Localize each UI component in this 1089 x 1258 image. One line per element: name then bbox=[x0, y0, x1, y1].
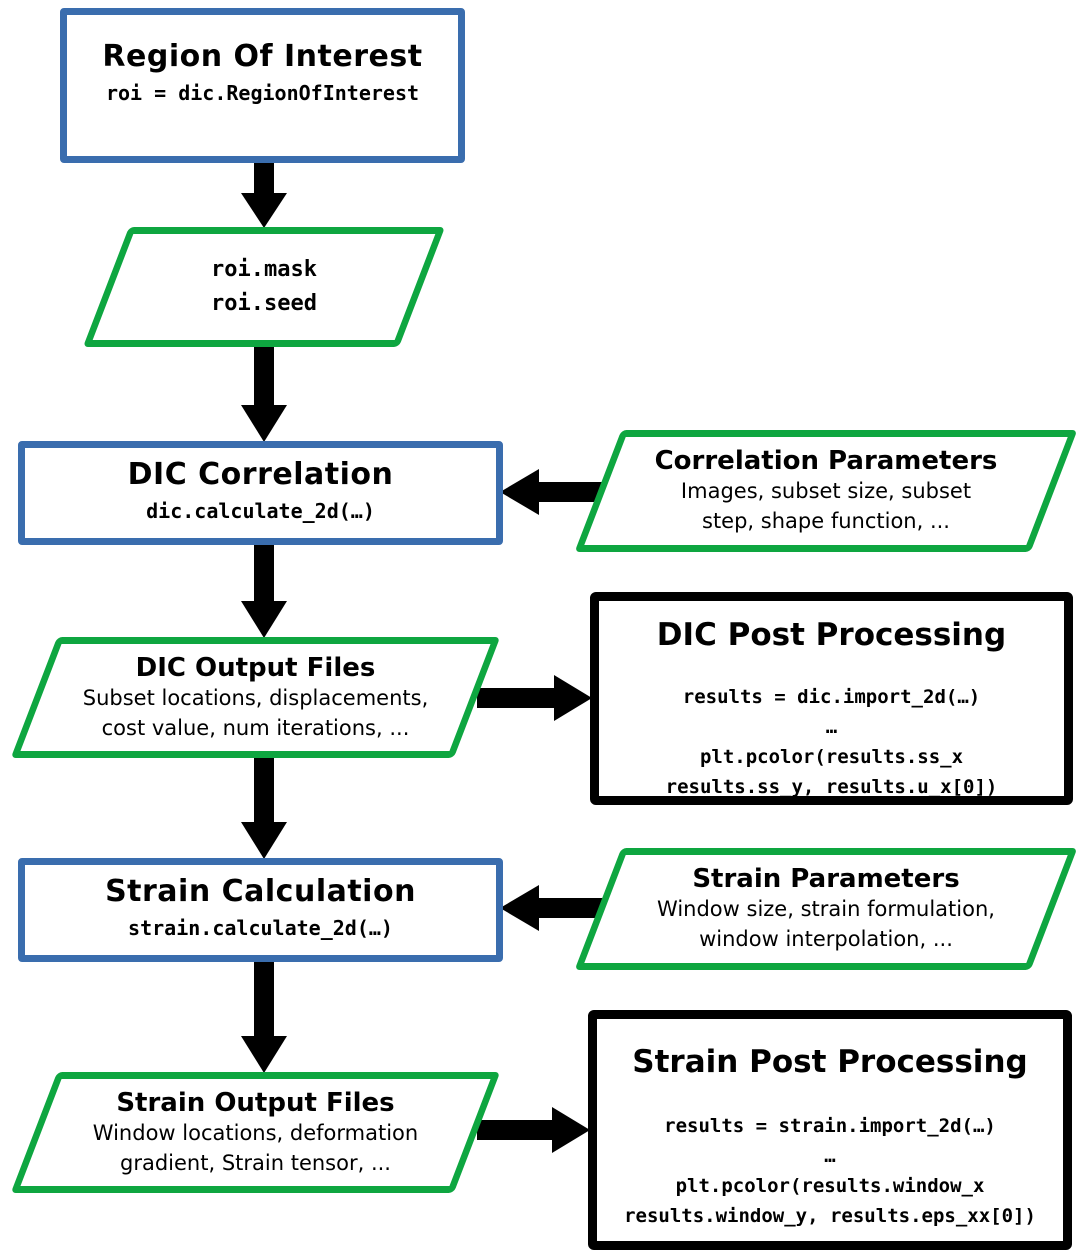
node-title: Strain Parameters bbox=[692, 864, 960, 894]
node-text-line: gradient, Strain tensor, ... bbox=[120, 1150, 391, 1175]
node-text-line: window interpolation, ... bbox=[699, 927, 953, 951]
node-title: DIC Output Files bbox=[135, 652, 376, 683]
node-title: Strain Calculation bbox=[105, 874, 416, 909]
node-correlation-parameters: Correlation Parameters Images, subset si… bbox=[572, 430, 1080, 552]
node-code-line: … bbox=[824, 1145, 836, 1167]
arrow-dic-output-to-dic-post bbox=[477, 675, 592, 721]
arrow-roi-outputs-to-dic-correlation bbox=[241, 345, 287, 442]
node-title: Region Of Interest bbox=[102, 38, 423, 74]
node-text-line: Subset locations, displacements, bbox=[82, 685, 429, 710]
node-code-line: results.window_y, results.eps_xx[0]) bbox=[624, 1205, 1036, 1227]
node-strain-post-processing: Strain Post Processing results = strain.… bbox=[588, 1010, 1072, 1250]
node-dic-output-files: DIC Output Files Subset locations, displ… bbox=[8, 637, 503, 758]
node-text-line: cost value, num iterations, ... bbox=[101, 715, 410, 740]
arrow-strain-params-to-strain-calculation bbox=[500, 885, 613, 931]
node-strain-output-files: Strain Output Files Window locations, de… bbox=[8, 1072, 503, 1193]
node-title: Strain Post Processing bbox=[632, 1044, 1028, 1080]
node-code-line: … bbox=[825, 716, 838, 738]
node-title: Strain Output Files bbox=[116, 1087, 395, 1118]
node-code-line: results = dic.import_2d(…) bbox=[682, 686, 981, 708]
node-code-line: results.ss_y, results.u_x[0]) bbox=[665, 776, 998, 798]
arrow-dic-output-to-strain-calculation bbox=[241, 756, 287, 859]
node-code-line: roi.mask bbox=[211, 257, 317, 282]
node-text-line: Window locations, deformation bbox=[92, 1120, 419, 1145]
node-text-line: Window size, strain formulation, bbox=[657, 897, 995, 921]
node-code-line: plt.pcolor(results.window_x bbox=[675, 1175, 985, 1197]
node-code: roi = dic.RegionOfInterest bbox=[105, 80, 420, 105]
node-code: strain.calculate_2d(…) bbox=[128, 916, 393, 940]
arrow-roi-to-roi-outputs bbox=[241, 161, 287, 228]
node-code-line: results = strain.import_2d(…) bbox=[664, 1115, 996, 1137]
node-code: dic.calculate_2d(…) bbox=[146, 499, 375, 523]
arrow-strain-calculation-to-strain-output bbox=[241, 958, 287, 1073]
node-code-block: results = strain.import_2d(…) … plt.pcol… bbox=[624, 1111, 1036, 1231]
node-code-block: results = dic.import_2d(…) … plt.pcolor(… bbox=[666, 682, 998, 802]
node-title: DIC Correlation bbox=[127, 457, 394, 492]
arrow-strain-output-to-strain-post bbox=[477, 1107, 590, 1153]
node-text-line: step, shape function, ... bbox=[702, 509, 950, 533]
arrow-dic-correlation-to-dic-output bbox=[241, 543, 287, 638]
node-dic-correlation: DIC Correlation dic.calculate_2d(…) bbox=[18, 441, 503, 545]
node-strain-calculation: Strain Calculation strain.calculate_2d(…… bbox=[18, 858, 503, 962]
node-dic-post-processing: DIC Post Processing results = dic.import… bbox=[590, 592, 1073, 805]
node-roi-outputs: roi.mask roi.seed bbox=[80, 227, 448, 347]
node-title: DIC Post Processing bbox=[656, 617, 1007, 653]
node-region-of-interest: Region Of Interest roi = dic.RegionOfInt… bbox=[60, 8, 465, 163]
node-code-line: plt.pcolor(results.ss_x bbox=[699, 746, 964, 768]
node-strain-parameters: Strain Parameters Window size, strain fo… bbox=[572, 848, 1080, 970]
node-text-line: Images, subset size, subset bbox=[680, 479, 972, 503]
node-title: Correlation Parameters bbox=[654, 446, 998, 476]
arrow-correlation-params-to-dic-correlation bbox=[500, 469, 613, 515]
node-code-line: roi.seed bbox=[211, 291, 317, 316]
